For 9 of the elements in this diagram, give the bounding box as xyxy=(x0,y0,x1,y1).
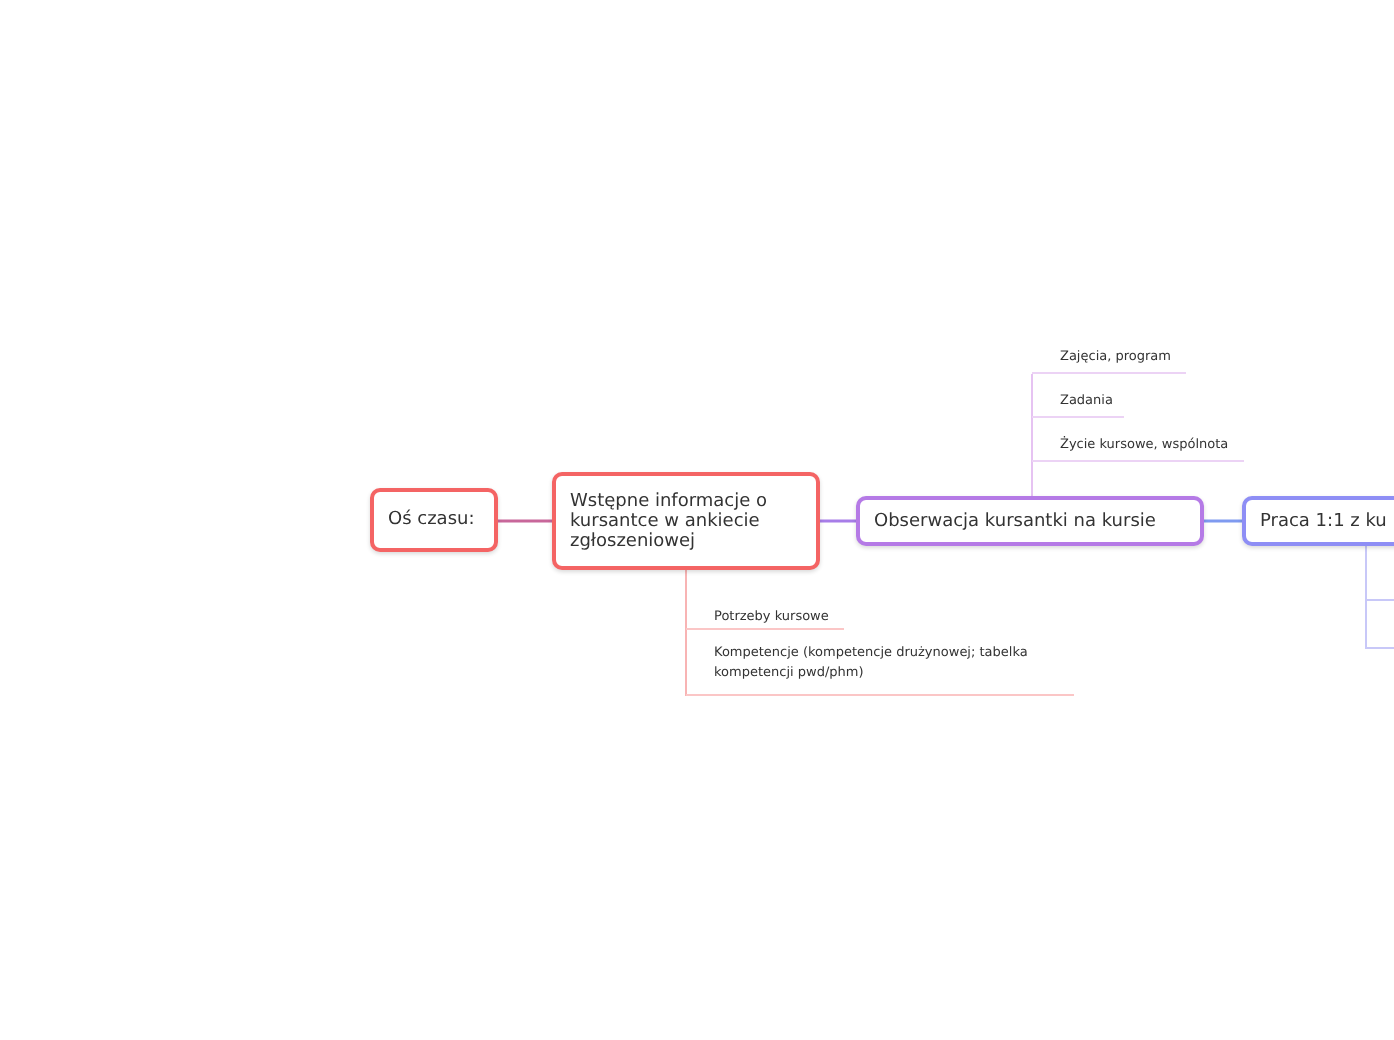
connector-line xyxy=(820,519,856,523)
topic-box: Obserwacja kursantki na kursie xyxy=(856,496,1204,546)
topic-box: Praca 1:1 z ku xyxy=(1242,496,1394,546)
topic-box: Oś czasu: xyxy=(370,488,498,552)
topic-box: Wstępne informacje o kursantce w ankiecie zgłoszeniowej xyxy=(552,472,820,570)
connector-line xyxy=(1204,519,1242,523)
connector-line xyxy=(1031,461,1033,497)
connector-line xyxy=(498,519,552,523)
connector-line xyxy=(685,569,687,697)
